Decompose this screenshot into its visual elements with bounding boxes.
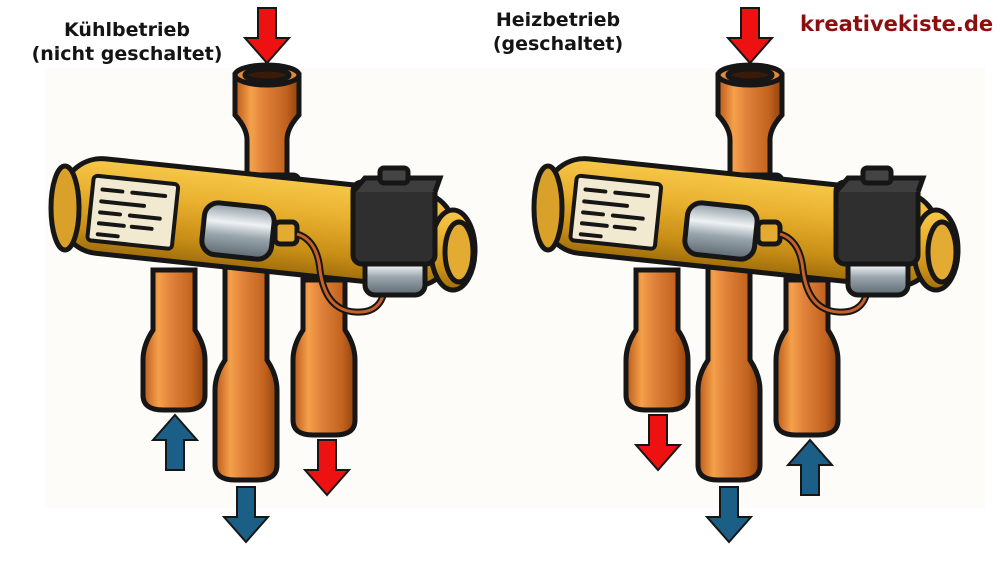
right-port-arrow-red-down [304,439,350,496]
heating-mode-title: Heizbetrieb (geschaltet) [478,8,638,56]
cooling-title-line2: (nicht geschaltet) [31,43,223,65]
cooling-title-line1: Kühlbetrieb [64,19,190,41]
center-port-arrow-blue-down [223,486,269,543]
reversing-valve-heating [518,7,988,543]
reversing-valve-cooling [35,7,505,543]
left-port-arrow-red-down [635,414,681,471]
cooling-mode-title: Kühlbetrieb (nicht geschaltet) [22,18,232,66]
brand-watermark: kreativekiste.de [800,12,994,36]
heating-title-line1: Heizbetrieb [495,9,621,31]
left-port-arrow-blue-up [152,414,198,471]
top-inlet-arrow-red-down [244,7,290,64]
top-inlet-arrow-red-down [727,7,773,64]
center-port-arrow-blue-down [706,486,752,543]
heating-title-line2: (geschaltet) [492,33,624,55]
right-port-arrow-blue-up [787,439,833,496]
